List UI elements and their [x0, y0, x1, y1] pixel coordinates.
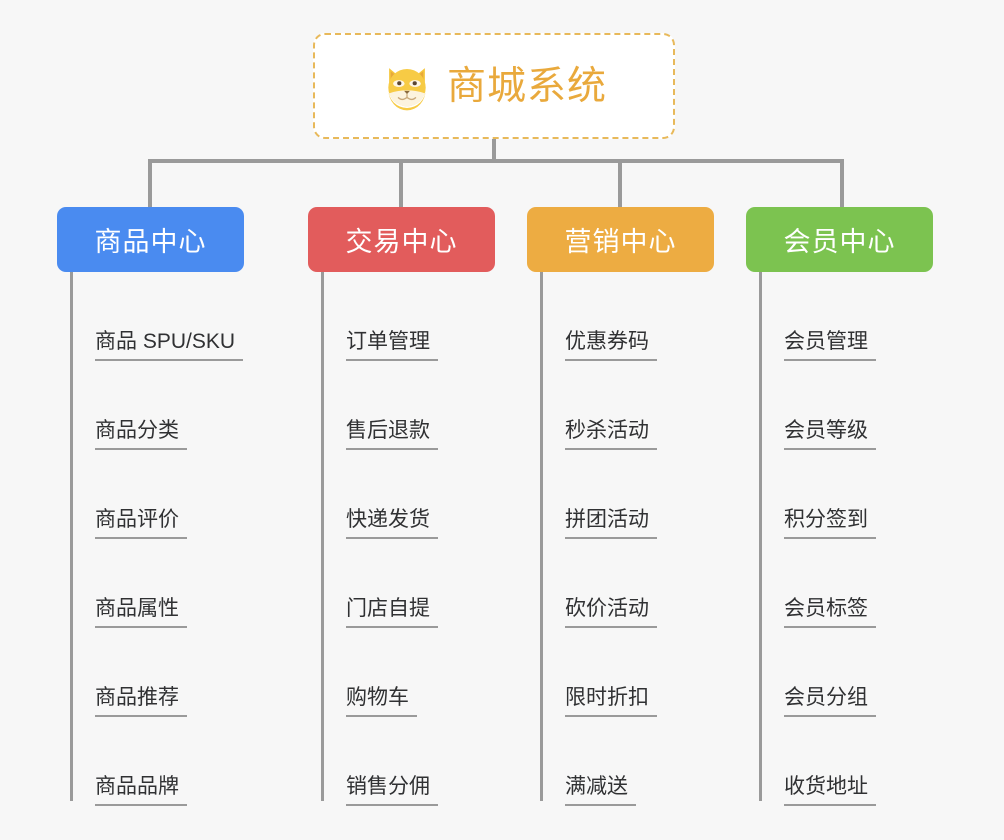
- connector-drop-3: [618, 159, 622, 207]
- branch-商品中心: 商品中心 商品 SPU/SKU 商品分类 商品评价 商品属性 商品推荐 商品品牌: [57, 207, 244, 806]
- branch-trunk-3: [540, 272, 543, 801]
- leaf-label: 销售分佣: [346, 775, 438, 806]
- root-node[interactable]: 商城系统: [313, 33, 675, 139]
- leaf-label: 限时折扣: [565, 686, 657, 717]
- leaf-item[interactable]: 销售分佣: [308, 717, 495, 806]
- leaf-item[interactable]: 快递发货: [308, 450, 495, 539]
- branch-trunk-4: [759, 272, 762, 801]
- leaf-item[interactable]: 商品品牌: [57, 717, 244, 806]
- leaf-label: 砍价活动: [565, 597, 657, 628]
- leaf-label: 优惠券码: [565, 330, 657, 361]
- leaf-label: 商品推荐: [95, 686, 187, 717]
- root-title: 商城系统: [446, 64, 607, 108]
- leaf-item[interactable]: 商品属性: [57, 539, 244, 628]
- leaf-list-2: 订单管理 售后退款 快递发货 门店自提 购物车 销售分佣: [308, 272, 495, 806]
- branch-营销中心: 营销中心 优惠券码 秒杀活动 拼团活动 砍价活动 限时折扣 满减送: [527, 207, 714, 806]
- leaf-item[interactable]: 门店自提: [308, 539, 495, 628]
- leaf-label: 会员等级: [784, 419, 876, 450]
- leaf-item[interactable]: 商品推荐: [57, 628, 244, 717]
- leaf-label: 秒杀活动: [565, 419, 657, 450]
- leaf-item[interactable]: 砍价活动: [527, 539, 714, 628]
- leaf-item[interactable]: 限时折扣: [527, 628, 714, 717]
- leaf-label: 积分签到: [784, 508, 876, 539]
- leaf-item[interactable]: 购物车: [308, 628, 495, 717]
- connector-drop-1: [148, 159, 152, 207]
- branch-header-label-4: 会员中心: [783, 227, 896, 257]
- leaf-item[interactable]: 商品分类: [57, 361, 244, 450]
- leaf-list-1: 商品 SPU/SKU 商品分类 商品评价 商品属性 商品推荐 商品品牌: [57, 272, 244, 806]
- leaf-item[interactable]: 优惠券码: [527, 272, 714, 361]
- branch-交易中心: 交易中心 订单管理 售后退款 快递发货 门店自提 购物车 销售分佣: [308, 207, 495, 806]
- leaf-label: 会员分组: [784, 686, 876, 717]
- leaf-item[interactable]: 会员等级: [746, 361, 933, 450]
- leaf-item[interactable]: 积分签到: [746, 450, 933, 539]
- leaf-label: 商品品牌: [95, 775, 187, 806]
- leaf-item[interactable]: 订单管理: [308, 272, 495, 361]
- leaf-label: 满减送: [565, 775, 636, 806]
- branch-header-2[interactable]: 交易中心: [308, 207, 495, 272]
- leaf-label: 收货地址: [784, 775, 876, 806]
- leaf-label: 订单管理: [346, 330, 438, 361]
- leaf-item[interactable]: 收货地址: [746, 717, 933, 806]
- connector-drop-2: [399, 159, 403, 207]
- leaf-label: 会员标签: [784, 597, 876, 628]
- leaf-item[interactable]: 商品 SPU/SKU: [57, 272, 244, 361]
- branch-header-label-3: 营销中心: [564, 227, 677, 257]
- leaf-label: 商品 SPU/SKU: [95, 330, 244, 361]
- branch-会员中心: 会员中心 会员管理 会员等级 积分签到 会员标签 会员分组 收货地址: [746, 207, 933, 806]
- leaf-item[interactable]: 秒杀活动: [527, 361, 714, 450]
- branch-trunk-1: [70, 272, 73, 801]
- branch-header-3[interactable]: 营销中心: [527, 207, 714, 272]
- leaf-item[interactable]: 拼团活动: [527, 450, 714, 539]
- leaf-list-4: 会员管理 会员等级 积分签到 会员标签 会员分组 收货地址: [746, 272, 933, 806]
- branch-header-label-1: 商品中心: [94, 227, 207, 257]
- branch-header-label-2: 交易中心: [345, 227, 458, 257]
- leaf-label: 购物车: [346, 686, 417, 717]
- branch-header-1[interactable]: 商品中心: [57, 207, 244, 272]
- leaf-item[interactable]: 会员管理: [746, 272, 933, 361]
- leaf-item[interactable]: 会员标签: [746, 539, 933, 628]
- leaf-item[interactable]: 满减送: [527, 717, 714, 806]
- leaf-label: 快递发货: [346, 508, 438, 539]
- branch-trunk-2: [321, 272, 324, 801]
- leaf-label: 售后退款: [346, 419, 438, 450]
- leaf-label: 商品评价: [95, 508, 187, 539]
- branch-header-4[interactable]: 会员中心: [746, 207, 933, 272]
- shiba-dog-icon: [381, 60, 433, 112]
- leaf-item[interactable]: 商品评价: [57, 450, 244, 539]
- connector-drop-4: [840, 159, 844, 207]
- leaf-label: 门店自提: [346, 597, 438, 628]
- leaf-label: 会员管理: [784, 330, 876, 361]
- connector-horizontal-bus: [148, 159, 844, 163]
- leaf-label: 拼团活动: [565, 508, 657, 539]
- connector-root-stem: [492, 139, 496, 161]
- leaf-label: 商品属性: [95, 597, 187, 628]
- leaf-label: 商品分类: [95, 419, 187, 450]
- leaf-item[interactable]: 会员分组: [746, 628, 933, 717]
- leaf-list-3: 优惠券码 秒杀活动 拼团活动 砍价活动 限时折扣 满减送: [527, 272, 714, 806]
- leaf-item[interactable]: 售后退款: [308, 361, 495, 450]
